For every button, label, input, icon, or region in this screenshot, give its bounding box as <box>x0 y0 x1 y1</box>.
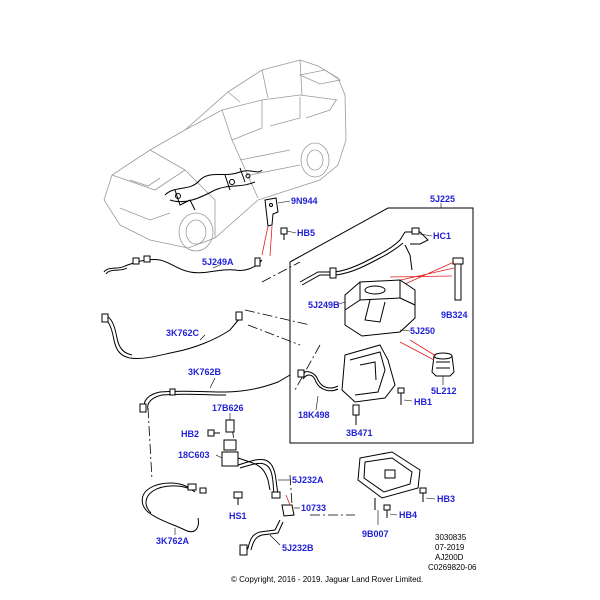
pipe-5j232b <box>239 519 284 556</box>
pipe-3k762c <box>101 311 243 359</box>
leader-3k762b <box>209 377 216 389</box>
callout-5j225: 5J225 <box>430 194 455 204</box>
bolt-hb1 <box>397 387 405 405</box>
callout-18c603: 18C603 <box>178 450 210 460</box>
callout-5j232b: 5J232B <box>282 543 314 553</box>
highlight-5l212 <box>399 339 437 361</box>
leader-hb5 <box>286 230 297 234</box>
sensor-9b324 <box>452 257 464 301</box>
callout-5j249b: 5J249B <box>308 300 340 310</box>
reference-engine-code: AJ200D <box>435 553 464 562</box>
hose-18k498 <box>297 369 339 392</box>
bracket-9n944 <box>264 197 279 227</box>
tank-5j250 <box>344 279 416 337</box>
callout-3k762c: 3K762C <box>166 328 200 338</box>
cap-5l212 <box>431 352 455 377</box>
vehicle-outline <box>103 59 347 252</box>
reference-illustration-id: C0269820-06 <box>428 563 477 572</box>
connector-18c603 <box>221 451 271 491</box>
leader-hc1 <box>419 233 433 237</box>
reference-number: 3030835 <box>435 533 467 542</box>
bolt-hb4 <box>383 504 391 518</box>
leader-5j249a <box>212 264 221 269</box>
connection-lines <box>147 261 355 516</box>
callout-9n944: 9N944 <box>291 196 318 206</box>
callout-3b471: 3B471 <box>346 428 373 438</box>
callout-hs1: HS1 <box>229 511 247 521</box>
callout-5j250: 5J250 <box>410 326 435 336</box>
leader-5j250 <box>399 329 411 332</box>
leader-5j249b <box>335 301 346 306</box>
callout-17b626: 17B626 <box>212 403 244 413</box>
highlight-9n944 <box>261 225 273 257</box>
leader-3k762c <box>199 334 206 341</box>
pipe-assembly-upper <box>299 227 429 286</box>
hose-5j232a <box>237 459 281 499</box>
leader-hb3 <box>425 497 436 500</box>
bolt-hb3 <box>419 487 427 502</box>
bolt-hb2 <box>207 429 220 437</box>
callout-18k498: 18K498 <box>298 410 330 420</box>
pipe-3k762a <box>141 482 207 533</box>
fastener-3b471 <box>352 404 360 425</box>
leader-18c603 <box>215 454 223 459</box>
copyright-notice: © Copyright, 2016 - 2019. Jaguar Land Ro… <box>231 575 423 584</box>
callout-3k762a: 3K762A <box>156 536 190 546</box>
callout-hb5: HB5 <box>297 228 315 238</box>
valve-17b626 <box>223 419 237 451</box>
highlight-10733 <box>285 494 291 506</box>
pipe-5j249a <box>103 255 263 275</box>
callout-hc1: HC1 <box>433 231 451 241</box>
callout-hb1: HB1 <box>414 397 432 407</box>
callout-5j249a: 5J249A <box>202 257 234 267</box>
callout-9b007: 9B007 <box>362 529 389 539</box>
heat-shield <box>341 344 396 403</box>
callout-hb3: HB3 <box>437 494 455 504</box>
bracket-9b007 <box>357 451 421 510</box>
leader-18k498 <box>315 395 319 411</box>
part-10733 <box>281 504 295 517</box>
vehicle-harness <box>164 167 263 211</box>
callout-5l212: 5L212 <box>431 386 457 396</box>
leader-9n944 <box>277 200 291 204</box>
clamp-hs1 <box>233 491 243 505</box>
callout-hb2: HB2 <box>181 429 199 439</box>
assembly-box-5j225 <box>289 207 474 444</box>
callout-10733: 10733 <box>301 503 326 513</box>
reference-date: 07-2019 <box>435 543 465 552</box>
leader-hb4 <box>389 513 398 516</box>
callout-9b324: 9B324 <box>441 310 468 320</box>
callout-3k762b: 3K762B <box>188 367 222 377</box>
bolt-hb5 <box>280 227 288 240</box>
leader-5j232b <box>269 534 281 546</box>
callout-hb4: HB4 <box>399 510 417 520</box>
leader-hb1 <box>403 399 413 402</box>
pipe-3k762b <box>139 374 291 413</box>
callout-5j232a: 5J232A <box>292 475 324 485</box>
